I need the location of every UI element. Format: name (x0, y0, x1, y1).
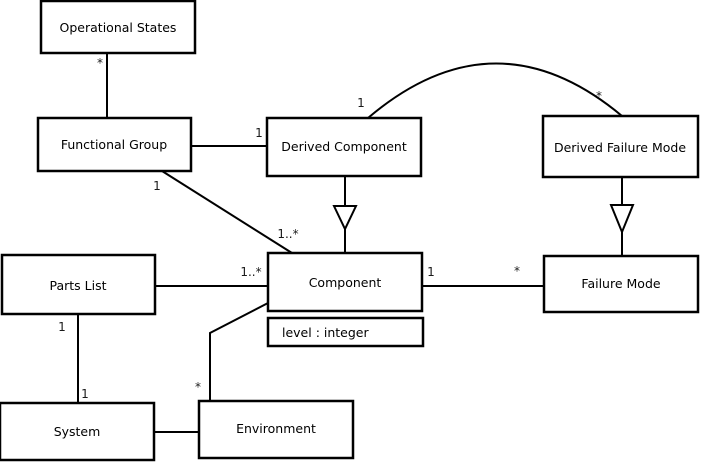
class-failure-mode[interactable]: Failure Mode (542, 254, 700, 314)
edge-parts-list-component: 1 1..* (145, 265, 268, 287)
multiplicity-label: 1 (81, 387, 89, 401)
multiplicity-label: * (514, 264, 520, 278)
edge-component-environment: * (195, 302, 269, 401)
class-name: Derived Failure Mode (554, 140, 686, 155)
edge-derived-component-component-generalization (332, 176, 358, 253)
multiplicity-label: 1 (357, 96, 365, 110)
multiplicity-label: 1..* (240, 265, 261, 279)
inheritance-triangle-icon (609, 204, 635, 235)
edge-functional-group-component: 1 1..* (153, 170, 299, 254)
multiplicity-label: 1 (153, 179, 161, 193)
class-name: Parts List (49, 278, 106, 293)
edge-component-failure-mode: 1 * (422, 264, 544, 287)
class-operational-states[interactable]: Operational States (39, 0, 197, 55)
multiplicity-label: 1 (255, 126, 263, 140)
multiplicity-label: * (195, 380, 201, 394)
multiplicity-label: 1 (427, 265, 435, 279)
attribute-label: level : integer (282, 325, 369, 340)
class-name: Failure Mode (581, 276, 660, 291)
class-derived-failure-mode[interactable]: Derived Failure Mode (541, 114, 700, 179)
class-name: Operational States (60, 20, 177, 35)
class-functional-group[interactable]: Functional Group (36, 116, 193, 173)
class-component[interactable]: Component level : integer (266, 251, 425, 348)
class-name: Environment (236, 421, 316, 436)
class-system[interactable]: System (0, 401, 156, 462)
class-name: Derived Component (281, 139, 407, 154)
component-attribute-compartment (266, 316, 425, 348)
edge-functional-group-derived-component: 1 (191, 126, 267, 147)
multiplicity-label: 1 (58, 320, 66, 334)
class-parts-list[interactable]: Parts List (0, 253, 157, 316)
edge-operational-states-functional-group: * (97, 53, 108, 118)
edge-derived-component-derived-failure-mode-arc: 1 * (357, 62, 623, 119)
class-name: System (54, 424, 101, 439)
class-environment[interactable]: Environment (197, 399, 355, 460)
multiplicity-label: 1..* (277, 227, 298, 241)
class-name: Component (309, 275, 382, 290)
multiplicity-label: * (596, 89, 602, 103)
multiplicity-label: * (97, 56, 103, 70)
inheritance-triangle-icon (332, 205, 358, 232)
class-derived-component[interactable]: Derived Component (265, 116, 423, 178)
edge-parts-list-system: 1 1 (58, 314, 89, 403)
edge-derived-failure-mode-failure-mode-generalization (609, 177, 635, 256)
class-name: Functional Group (61, 137, 167, 152)
